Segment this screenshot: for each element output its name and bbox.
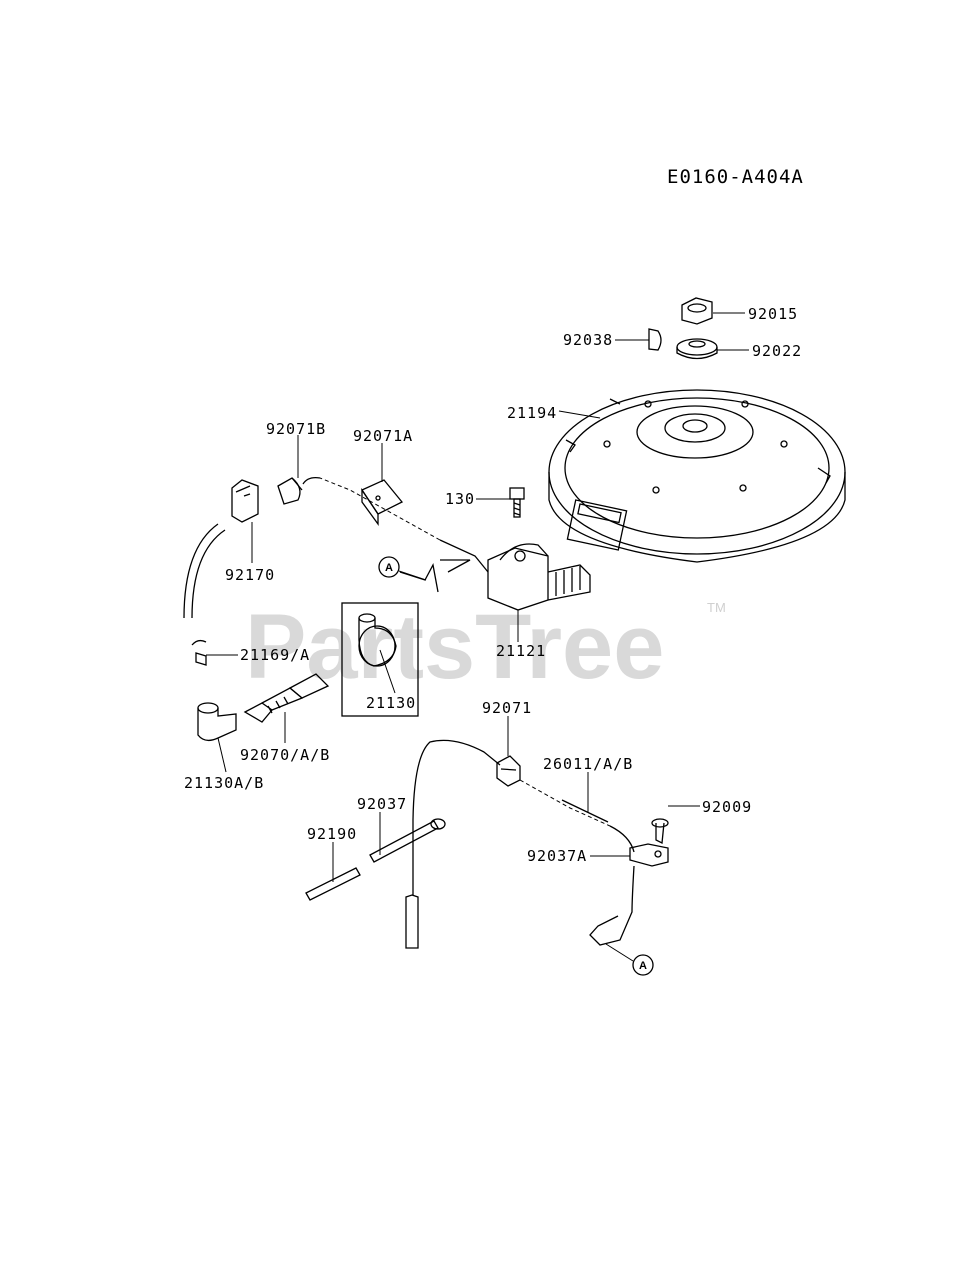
label-21121: 21121 [496, 642, 546, 660]
boxed-plug-cap-21130[interactable] [341, 602, 419, 717]
label-92190: 92190 [307, 825, 357, 843]
label-92070ab: 92070/A/B [240, 746, 330, 764]
nut-92015[interactable] [681, 297, 713, 325]
callout-a-upper: A [378, 556, 427, 581]
ignition-coil-21121[interactable] [439, 539, 591, 611]
plug-cap-21130ab[interactable] [197, 702, 237, 742]
pin-92190[interactable] [305, 867, 361, 901]
label-92071b: 92071B [266, 420, 326, 438]
parts-tree-watermark: PartsTree [245, 596, 664, 698]
rod-92037[interactable] [369, 818, 446, 863]
svg-text:A: A [639, 960, 647, 972]
leader-lines [206, 312, 749, 882]
label-92071a: 92071A [353, 427, 413, 445]
label-21169a: 21169/A [240, 646, 310, 664]
watermark-trademark: TM [707, 600, 726, 615]
label-21130: 21130 [366, 694, 416, 712]
flywheel-21194[interactable] [548, 389, 846, 563]
callout-a-lower: A [605, 943, 654, 976]
terminal-92037a[interactable] [629, 843, 669, 867]
key-92038[interactable] [648, 328, 662, 351]
label-21194: 21194 [507, 404, 557, 422]
spark-plug-92070[interactable] [243, 673, 330, 723]
label-92022: 92022 [752, 342, 802, 360]
grommet-92071[interactable] [496, 755, 521, 787]
svg-text:A: A [385, 562, 393, 574]
diagram-code: E0160-A404A [667, 166, 804, 188]
screw-92009[interactable] [651, 818, 669, 845]
label-130: 130 [445, 490, 475, 508]
label-92170: 92170 [225, 566, 275, 584]
clip-92170[interactable] [231, 479, 259, 523]
label-92037: 92037 [357, 795, 407, 813]
label-92009: 92009 [702, 798, 752, 816]
label-92071: 92071 [482, 699, 532, 717]
tube-21169a[interactable] [183, 523, 226, 666]
label-92038: 92038 [563, 331, 613, 349]
bolt-130[interactable] [509, 487, 525, 518]
label-92037a: 92037A [527, 847, 587, 865]
label-26011ab: 26011/A/B [543, 755, 633, 773]
label-92015: 92015 [748, 305, 798, 323]
label-21130ab: 21130A/B [184, 774, 264, 792]
cap-92071b[interactable] [277, 477, 303, 505]
washer-92022[interactable] [676, 338, 718, 360]
pad-92071a[interactable] [361, 479, 404, 526]
wire-26011ab[interactable] [405, 739, 635, 949]
